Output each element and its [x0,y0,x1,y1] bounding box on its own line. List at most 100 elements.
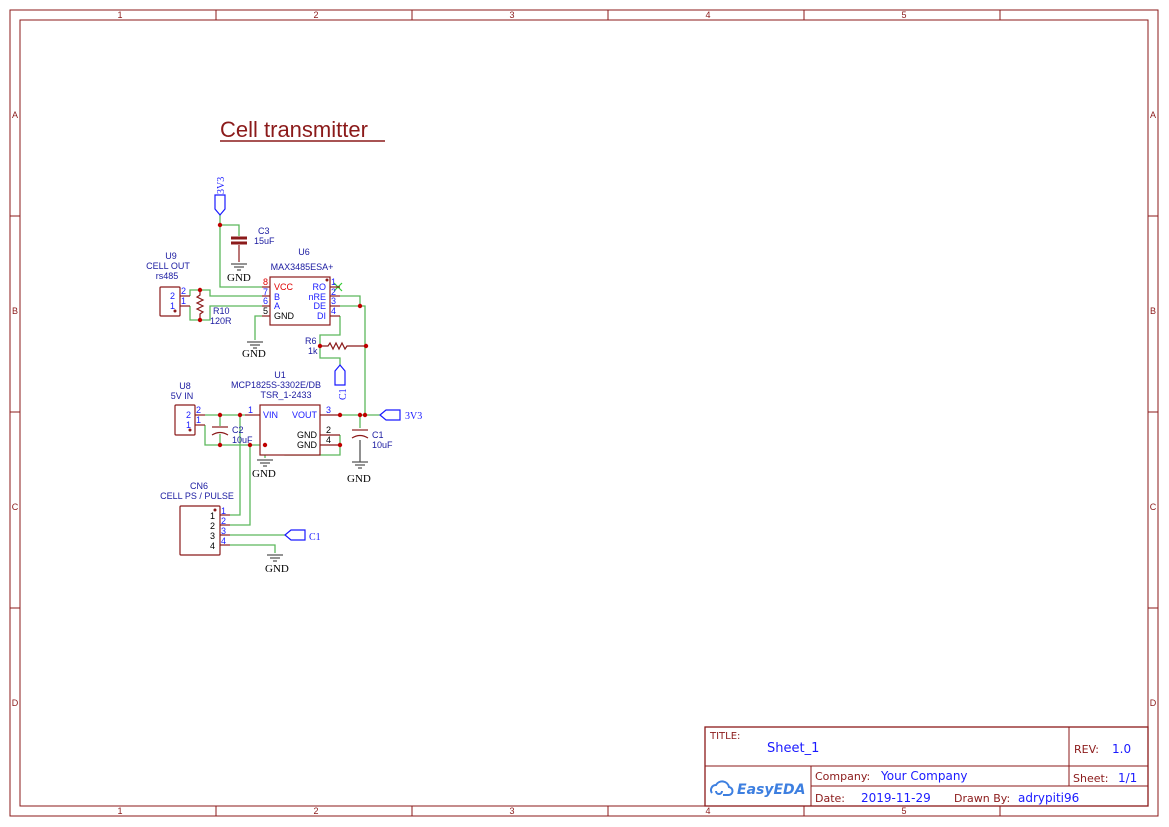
net-flag-c1: C1 [334,364,349,400]
ground-symbol: GND [227,263,251,284]
column-label: 2 [313,10,318,20]
pin-name: RO [313,282,327,292]
pin-number: 4 [210,541,215,551]
title-label: TITLE: [709,731,740,742]
column-label: 2 [313,806,318,816]
value-label: 10uF [232,435,253,445]
ref-label: U9 [165,251,177,261]
net-label: GND [252,468,276,480]
ref-label: U6 [298,247,310,257]
pin-number: 5 [263,306,268,316]
pin-number: 4 [331,306,336,316]
ref-label: C3 [258,226,270,236]
drawn-by-value: adrypiti96 [1018,791,1079,805]
pin-name: DE [313,301,326,311]
date-label: Date: [815,792,845,805]
date-value: 2019-11-29 [861,791,931,805]
net-flag-c1-cn6: C1 [284,529,321,543]
ref-label: CN6 [190,481,208,491]
ref-label: U8 [179,381,191,391]
row-label: D [1150,698,1157,708]
net-label: C1 [309,532,321,543]
pin-name: GND [274,311,295,321]
title-value: Sheet_1 [767,741,819,756]
row-label: D [12,698,19,708]
value-label: 120R [210,316,232,326]
resistor-r10: R10 120R [195,290,232,326]
pin-number: 1 [186,420,191,430]
ref-label: R10 [213,306,230,316]
column-label: 4 [705,806,710,816]
pin-name: VCC [274,282,294,292]
wires [189,215,380,553]
value-label: 1k [308,346,318,356]
sheet-title: Cell transmitter [220,117,368,142]
ref-label: R6 [305,336,317,346]
sheet-label: Sheet: [1073,772,1109,785]
ic-u6: U6 MAX3485ESA+ 8 7 6 5 VCC B A GND RO nR… [262,247,340,326]
connector-u9: U9 CELL OUT rs485 2 1 2 1 [146,251,190,317]
column-label: 5 [901,10,906,20]
net-flag-3v3: 3V3 [214,177,227,216]
column-label: 1 [117,10,122,20]
pin-number: 8 [263,277,268,287]
pin-number: 3 [326,405,331,415]
pin-number: 4 [326,435,331,445]
capacitor-c2: C2 10uF [211,425,253,445]
pin-number: 2 [196,405,201,415]
column-label: 3 [509,10,514,20]
logo-text: EasyEDA [737,782,806,798]
column-label: 4 [705,10,710,20]
regulator-u1: U1 MCP1825S-3302E/DB TSR_1-2433 1 VIN 3 … [231,370,340,456]
pin-name: A [274,301,280,311]
package-label: rs485 [156,271,179,281]
capacitor-c1: C1 10uF [351,429,393,450]
column-label: 1 [117,806,122,816]
value-label: 5V IN [171,391,194,401]
net-label: GND [265,563,289,575]
pin-number: 2 [186,410,191,420]
pin-number: 2 [331,287,336,297]
pin-number: 1 [196,415,201,425]
rev-value: 1.0 [1112,742,1131,756]
easyeda-logo: EasyEDA [710,780,806,798]
ref-label: C2 [232,425,244,435]
pin-number: 1 [331,277,336,287]
pin-name: VIN [263,410,278,420]
pin-number: 4 [221,536,226,546]
value-label: CELL PS / PULSE [160,491,234,501]
row-label: A [1150,110,1156,120]
net-label: 3V3 [405,411,422,422]
net-label: 3V3 [216,177,227,194]
connector-u8: U8 5V IN 2 1 2 1 [171,381,205,436]
net-label: C1 [338,388,349,400]
pin-name: GND [297,440,318,450]
package-label: TSR_1-2433 [260,390,311,400]
pin-number: 3 [221,526,226,536]
pin-number: 1 [210,511,215,521]
resistor-r6: R6 1k [305,336,366,356]
value-label: 15uF [254,236,275,246]
pin-number: 2 [221,516,226,526]
row-label: B [1150,306,1156,316]
pin-number: 1 [248,405,253,415]
value-label: CELL OUT [146,261,190,271]
drawn-by-label: Drawn By: [954,792,1010,805]
pin-number: 3 [331,296,336,306]
ref-label: U1 [274,370,286,380]
company-label: Company: [815,770,870,783]
capacitor-c3: C3 15uF [231,226,275,262]
row-label: C [1150,502,1157,512]
value-label: MCP1825S-3302E/DB [231,380,321,390]
pin-number: 7 [263,287,268,297]
pin-number: 2 [326,425,331,435]
sheet-value: 1/1 [1118,771,1137,785]
row-label: A [12,110,18,120]
title-block: TITLE: Sheet_1 REV: 1.0 EasyEDA Company:… [704,726,1149,807]
column-label: 3 [509,806,514,816]
pin-number: 1 [170,301,175,311]
pin-name: VOUT [292,410,318,420]
net-label: GND [347,473,371,485]
net-label: GND [227,272,251,284]
